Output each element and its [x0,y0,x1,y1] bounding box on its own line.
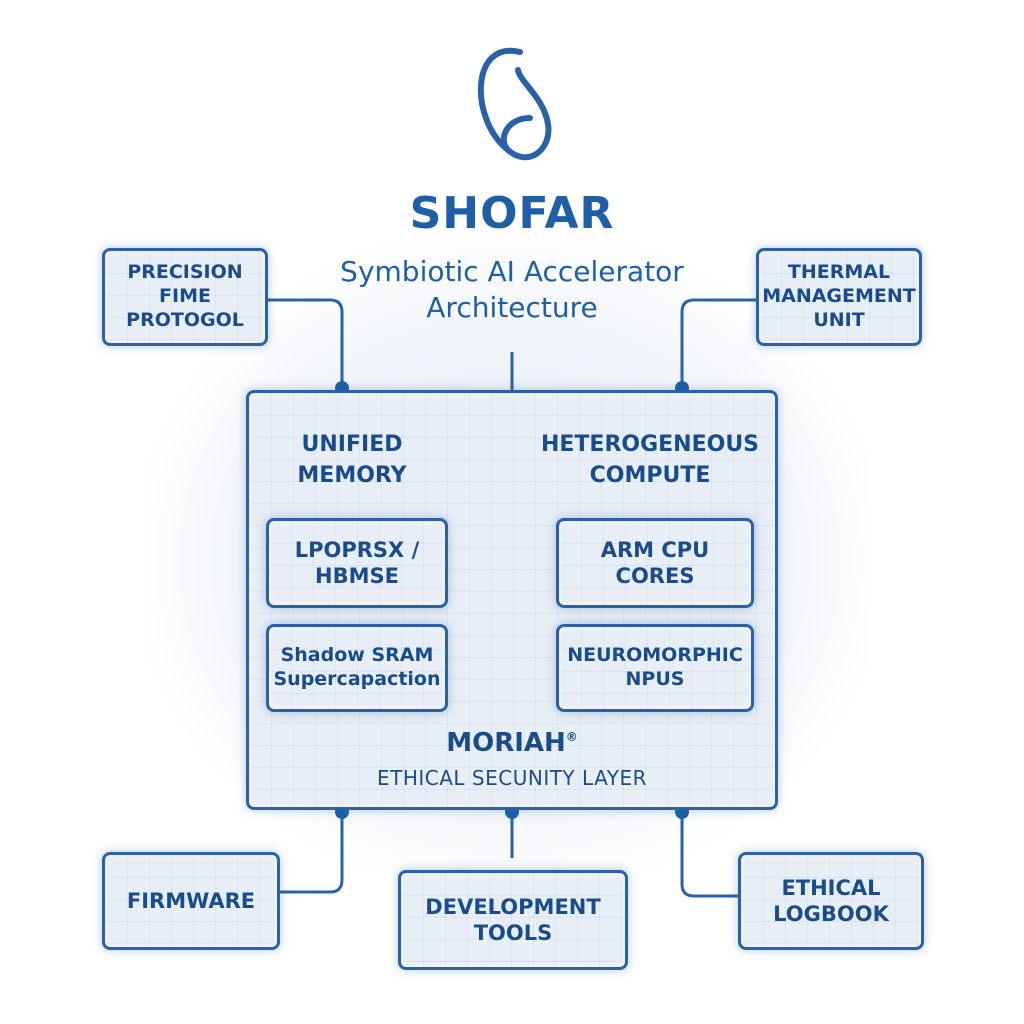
dev-tools-label: DEVELOPMENT TOOLS [425,894,601,945]
connector-logbook [680,812,738,898]
firmware-label: FIRMWARE [126,888,256,913]
ethical-logbook-box: ETHICAL LOGBOOK [738,852,924,950]
shadow-sram-box: Shadow SRAM Supercapaction [266,624,448,712]
connector-thermal [680,298,756,390]
lpddr-box: LPOPRSX / HBMSE [266,518,448,608]
heterogeneous-compute-header: HETEROGENEOUS COMPUTE [540,432,760,488]
thermal-label: THERMAL MANAGEMENT UNIT [762,261,916,331]
security-layer-label: ETHICAL SECUNITY LAYER [376,766,647,790]
logbook-label: ETHICAL LOGBOOK [773,875,889,926]
lpddr-label: LPOPRSX / HBMSE [294,537,420,588]
brand-title: SHOFAR [409,188,615,239]
arm-cpu-box: ARM CPU CORES [556,518,754,608]
npu-label: NEUROMORPHIC NPUS [567,644,743,690]
moriah-title: MORIAH® [412,728,612,758]
registered-mark: ® [565,730,578,744]
unified-memory-header: UNIFIED MEMORY [297,432,407,488]
connector-firmware [280,812,344,894]
thermal-management-box: THERMAL MANAGEMENT UNIT [756,248,922,346]
neuromorphic-npu-box: NEUROMORPHIC NPUS [556,624,754,712]
connector-precision-time [268,298,344,390]
development-tools-box: DEVELOPMENT TOOLS [398,870,628,970]
arm-label: ARM CPU CORES [600,537,710,588]
precision-time-protocol-box: PRECISION FIME PROTOGOL [102,248,268,346]
sram-label: Shadow SRAM Supercapaction [273,644,441,690]
moriah-label: MORIAH [446,728,566,758]
subtitle: Symbiotic AI Accelerator Architecture [340,255,684,325]
precision-time-label: PRECISION FIME PROTOGOL [126,261,244,331]
firmware-box: FIRMWARE [102,852,280,950]
shofar-horn-icon [478,47,552,161]
